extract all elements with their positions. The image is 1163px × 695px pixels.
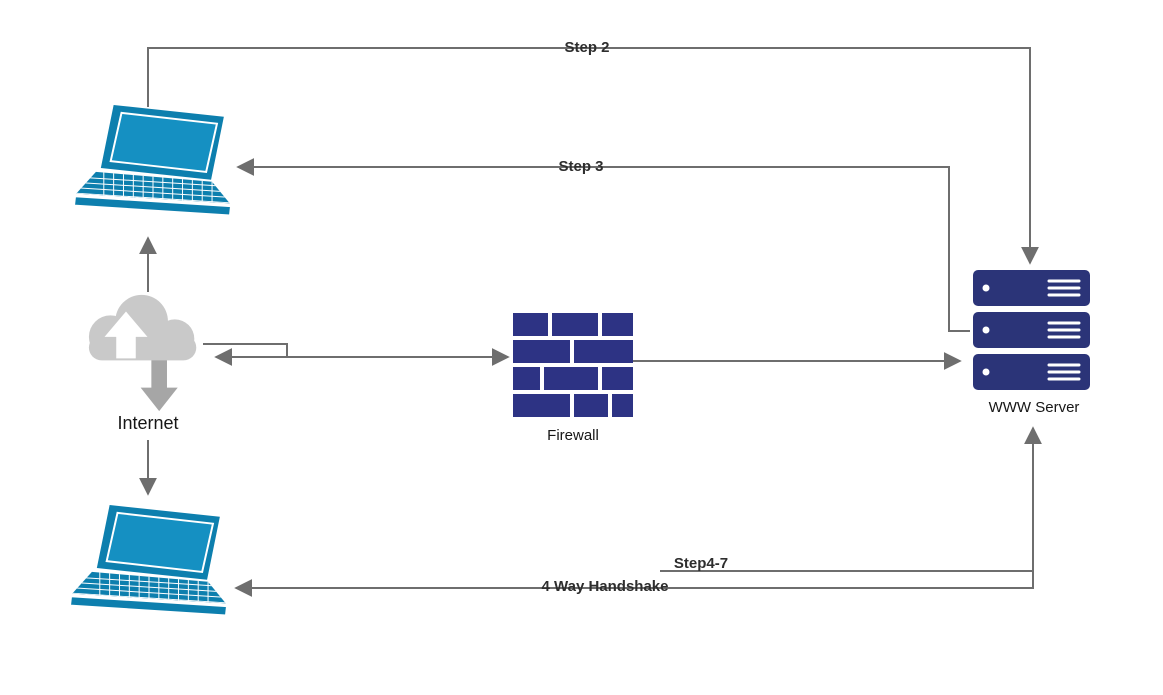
edge-label-step3: Step 3 (558, 158, 604, 175)
firewall-brick-icon (513, 313, 633, 417)
connector-step2 (147, 47, 1039, 265)
laptop-icon (70, 505, 227, 615)
server-unit-icon (973, 354, 1090, 390)
edge-label-step2: Step 2 (564, 39, 610, 56)
connector-4-way-handshake (234, 571, 1034, 597)
server-unit-icon (973, 312, 1090, 348)
node-label-internet: Internet (117, 413, 179, 433)
connector-step3 (236, 158, 970, 332)
edge-label-4-way-handshake: 4 Way Handshake (541, 578, 669, 595)
connector-layer (139, 47, 1042, 597)
edge-label-step4-7: Step4-7 (673, 555, 729, 572)
connector-internet-firewall-jog (203, 343, 288, 357)
node-label-firewall: Firewall (547, 427, 599, 444)
node-label-www-server: WWW Server (988, 399, 1080, 416)
server-unit-icon (973, 270, 1090, 306)
laptop-icon (74, 105, 231, 215)
connector-step4-7 (660, 426, 1042, 572)
server-stack-icon (973, 270, 1090, 390)
cloud-icon (88, 294, 197, 412)
